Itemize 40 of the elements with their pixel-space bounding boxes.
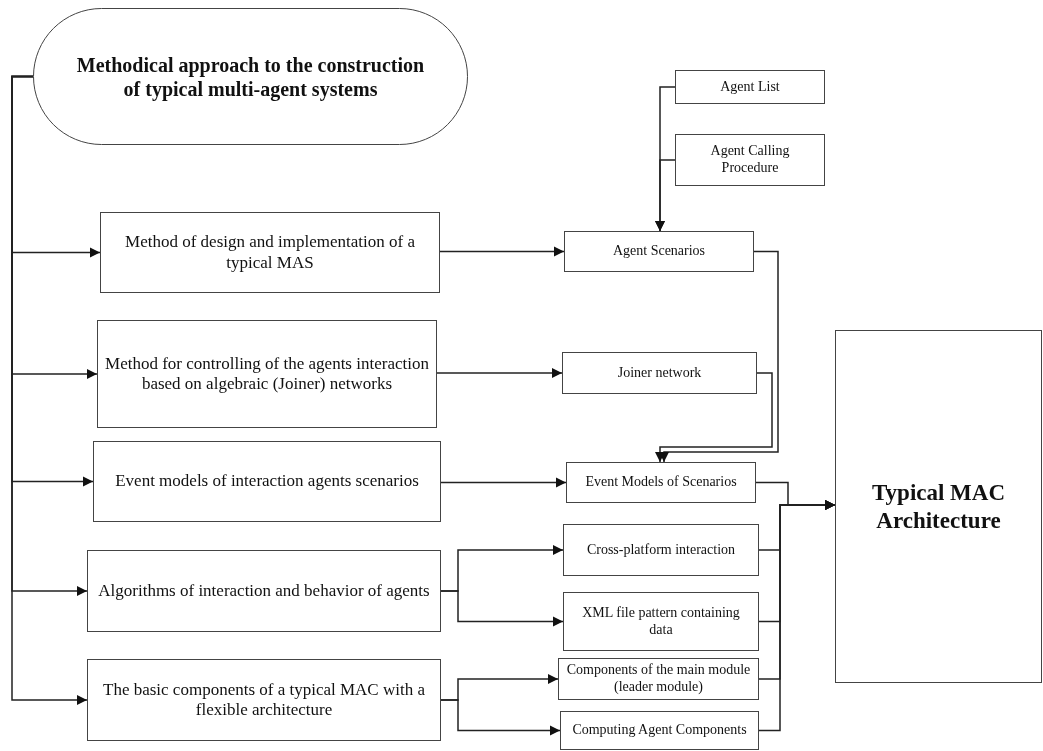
process-box: [558, 658, 759, 700]
process-box: [560, 711, 759, 750]
node-label: Methodical approach to the construction of typical multi-agent systems: [75, 52, 426, 101]
arrow: [654, 159, 676, 232]
node-label: Method of design and implementation of a typical MAS: [124, 232, 416, 273]
node-label: Cross-platform interaction: [586, 541, 736, 559]
node-label: Agent Scenarios: [612, 243, 706, 260]
process-box: [93, 441, 441, 522]
arrow: [654, 372, 773, 463]
process-box: [563, 524, 759, 576]
node-label: Computing Agent Components: [572, 722, 747, 739]
node-label: The basic components of a typical MAC with a flexible architecture: [102, 679, 426, 721]
node-label: Agent List: [720, 78, 780, 96]
node-label: XML file pattern containing data: [581, 604, 741, 639]
arrow: [440, 590, 564, 627]
arrow: [758, 499, 836, 732]
process-box: [97, 320, 437, 428]
arrow: [436, 367, 563, 379]
arrow: [440, 477, 567, 488]
process-box: [100, 212, 440, 293]
node-label: Typical MAC Architecture: [870, 478, 1007, 535]
arrow: [11, 75, 88, 706]
arrow: [440, 699, 561, 736]
process-box: [562, 352, 757, 394]
node-label: Algorithms of interaction and behavior of agents: [98, 580, 430, 602]
node-label: Joiner network: [617, 364, 702, 382]
process-box: [675, 70, 825, 104]
node-label: Components of the main module (leader module): [565, 662, 752, 696]
process-box: [87, 659, 441, 741]
process-box: [564, 231, 754, 272]
node-label: Event models of interaction agents scenarios: [115, 471, 419, 492]
process-box: [566, 462, 756, 503]
node-label: Event Models of Scenarios: [585, 474, 737, 491]
result-box: [835, 330, 1042, 683]
process-box: [675, 134, 825, 186]
node-label: Method for controlling of the agents interaction based on algebraic (Joiner) networks: [104, 353, 430, 395]
node-label: Agent Calling Procedure: [709, 143, 791, 177]
process-box: [563, 592, 759, 651]
arrow: [439, 246, 565, 257]
process-box: [87, 550, 441, 632]
